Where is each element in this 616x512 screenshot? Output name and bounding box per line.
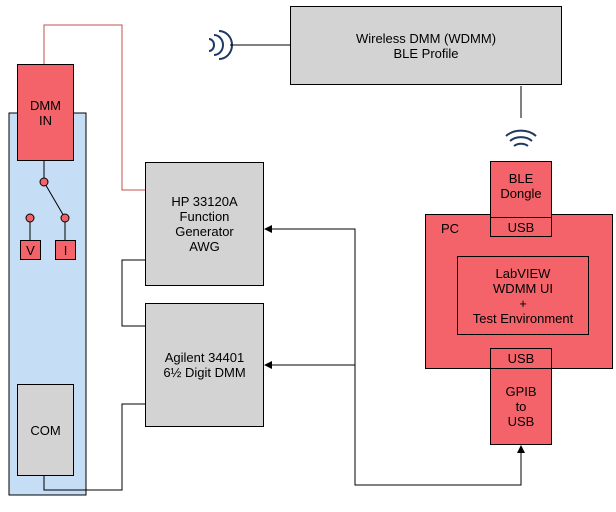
arrow-to-dmm <box>264 361 272 369</box>
pc-label: PC <box>441 221 460 236</box>
pc-usb-port: USB <box>490 348 552 369</box>
com-box: COM <box>17 384 74 476</box>
dmm-in-box: DMM IN <box>17 64 74 161</box>
v-terminal: V <box>20 240 41 260</box>
labview-box: LabVIEW WDMM UI + Test Environment <box>457 256 589 335</box>
arrow-to-gpib <box>517 445 525 453</box>
agilent-dmm-box: Agilent 34401 6½ Digit DMM <box>145 303 264 427</box>
switch-contact-i <box>60 213 70 223</box>
dongle-signal-icon <box>513 142 529 147</box>
i-terminal: I <box>55 240 76 260</box>
wireless-signal-icon <box>208 38 215 52</box>
switch-blade <box>43 181 66 219</box>
wire-dmm-in-to-awg <box>43 24 146 191</box>
gpib-bus-line <box>270 228 522 486</box>
ble-dongle-box: BLE Dongle <box>490 161 552 218</box>
wireless-dmm-profile-box: Wireless DMM (WDMM) BLE Profile <box>290 6 562 85</box>
switch-pivot <box>39 177 49 187</box>
wire-awg-to-dmm <box>121 259 146 327</box>
function-generator-box: HP 33120A Function Generator AWG <box>145 162 264 286</box>
dongle-usb-port: USB <box>490 217 552 237</box>
wireless-dmm-title: Wireless DMM (WDMM) <box>355 30 497 46</box>
switch-contact-v <box>25 213 35 223</box>
wire-com-to-dmm <box>43 403 146 491</box>
gpib-usb-adapter-box: GPIB to USB <box>490 368 552 445</box>
arrow-to-awg <box>264 225 272 233</box>
ble-profile-label: BLE Profile <box>393 45 459 61</box>
